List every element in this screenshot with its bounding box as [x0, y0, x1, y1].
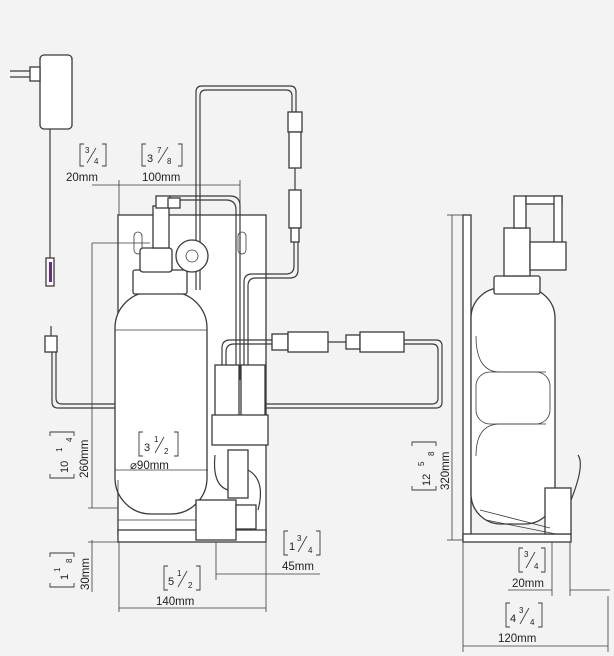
svg-text:1: 1 [289, 541, 295, 553]
dim-100mm: 100mm [142, 172, 180, 184]
svg-text:5: 5 [417, 461, 426, 466]
front-tubing [51, 85, 443, 410]
svg-text:5: 5 [168, 576, 174, 588]
dim-90mm: ⌀90mm [130, 460, 169, 472]
svg-text:2: 2 [188, 581, 193, 590]
dim-30mm: 30mm [80, 558, 92, 590]
svg-text:3: 3 [144, 442, 150, 454]
svg-text:8: 8 [167, 157, 172, 166]
dim-20mm-top: 20mm [66, 172, 98, 184]
dimension-base-height: 30mm 1 1 8 [49, 540, 120, 592]
svg-text:8: 8 [427, 451, 436, 456]
svg-text:1: 1 [177, 569, 182, 578]
svg-text:3: 3 [147, 153, 153, 165]
dimension-top-left: 20mm 3 4 [66, 143, 120, 215]
power-adapter-icon [10, 54, 73, 287]
dimension-tank-diameter: ⌀90mm 3 1 2 [115, 431, 208, 472]
dimension-side-width: 120mm 4 3 4 [462, 542, 609, 652]
svg-text:4: 4 [94, 157, 99, 166]
dimension-tank-height: 260mm 10 1 4 [49, 242, 150, 509]
svg-text:7: 7 [157, 146, 162, 155]
dim-320mm: 320mm [440, 452, 452, 490]
dim-140mm: 140mm [156, 596, 194, 608]
svg-text:4: 4 [534, 562, 539, 571]
svg-text:3: 3 [297, 534, 302, 543]
svg-text:2: 2 [164, 447, 169, 456]
svg-text:3: 3 [85, 146, 90, 155]
svg-text:4: 4 [530, 618, 535, 627]
svg-text:4: 4 [65, 437, 74, 442]
front-filters [195, 364, 269, 541]
dimension-side-height: 320mm 12 5 8 [411, 214, 463, 541]
dim-260mm: 260mm [79, 440, 91, 478]
svg-text:1: 1 [53, 567, 62, 572]
dimension-offset: 45mm 1 3 4 [215, 530, 321, 580]
svg-text:4: 4 [308, 546, 313, 555]
dim-120mm: 120mm [498, 633, 536, 645]
dim-20mm-side: 20mm [512, 578, 544, 590]
svg-text:10: 10 [59, 461, 71, 473]
dimension-front-width: 140mm 5 1 2 [118, 542, 267, 612]
dimension-top-width: 100mm 3 7 8 [119, 143, 241, 215]
svg-text:12: 12 [421, 474, 433, 486]
side-view [462, 195, 581, 543]
svg-text:1: 1 [55, 447, 64, 452]
svg-text:4: 4 [510, 613, 516, 625]
dim-45mm: 45mm [282, 561, 314, 573]
svg-text:3: 3 [519, 606, 524, 615]
svg-text:8: 8 [65, 558, 74, 563]
dimension-side-small: 20mm 3 4 [508, 542, 610, 596]
front-tank [114, 195, 210, 521]
connector-plugs [44, 111, 405, 353]
svg-text:1: 1 [154, 435, 159, 444]
svg-text:1: 1 [59, 574, 71, 580]
svg-text:3: 3 [524, 550, 529, 559]
